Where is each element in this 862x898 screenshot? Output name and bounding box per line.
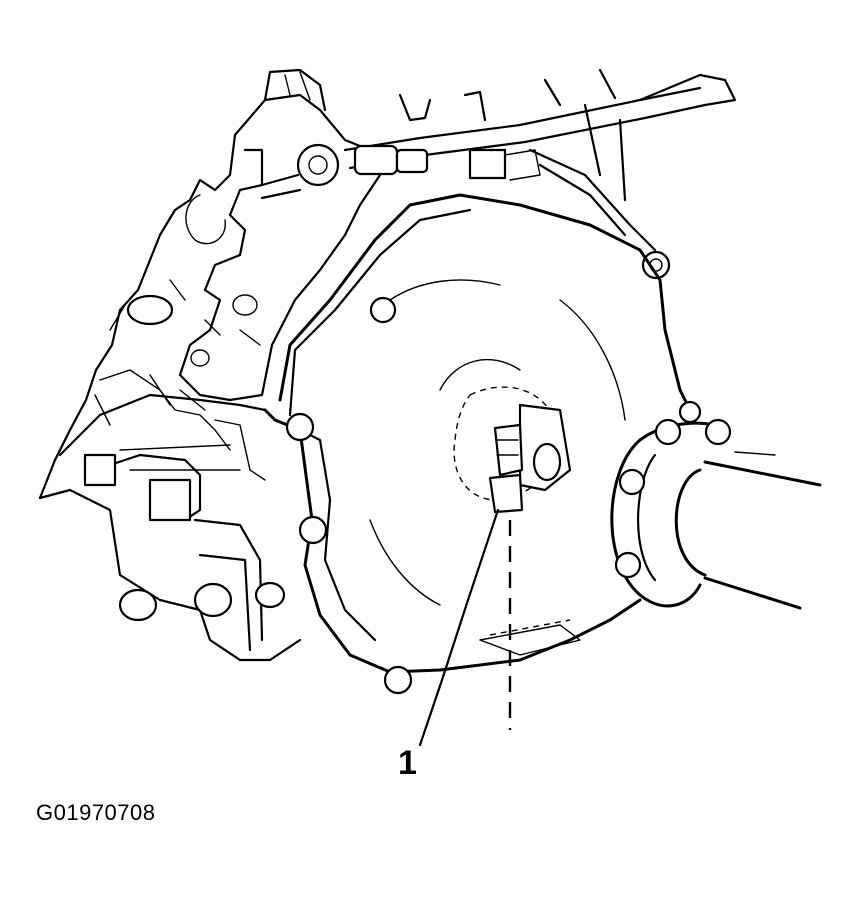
fuel-line	[260, 68, 737, 200]
position-sensor	[453, 386, 572, 514]
driveshaft	[674, 451, 822, 610]
support-bracket	[528, 103, 671, 280]
bellhousing	[263, 193, 692, 695]
output-flange	[610, 400, 732, 608]
callout-number: 1	[398, 744, 417, 782]
callout-leader	[418, 508, 500, 747]
figure-id: G01970708	[36, 800, 156, 825]
engine-block	[38, 68, 382, 500]
transmission-case	[38, 369, 302, 662]
